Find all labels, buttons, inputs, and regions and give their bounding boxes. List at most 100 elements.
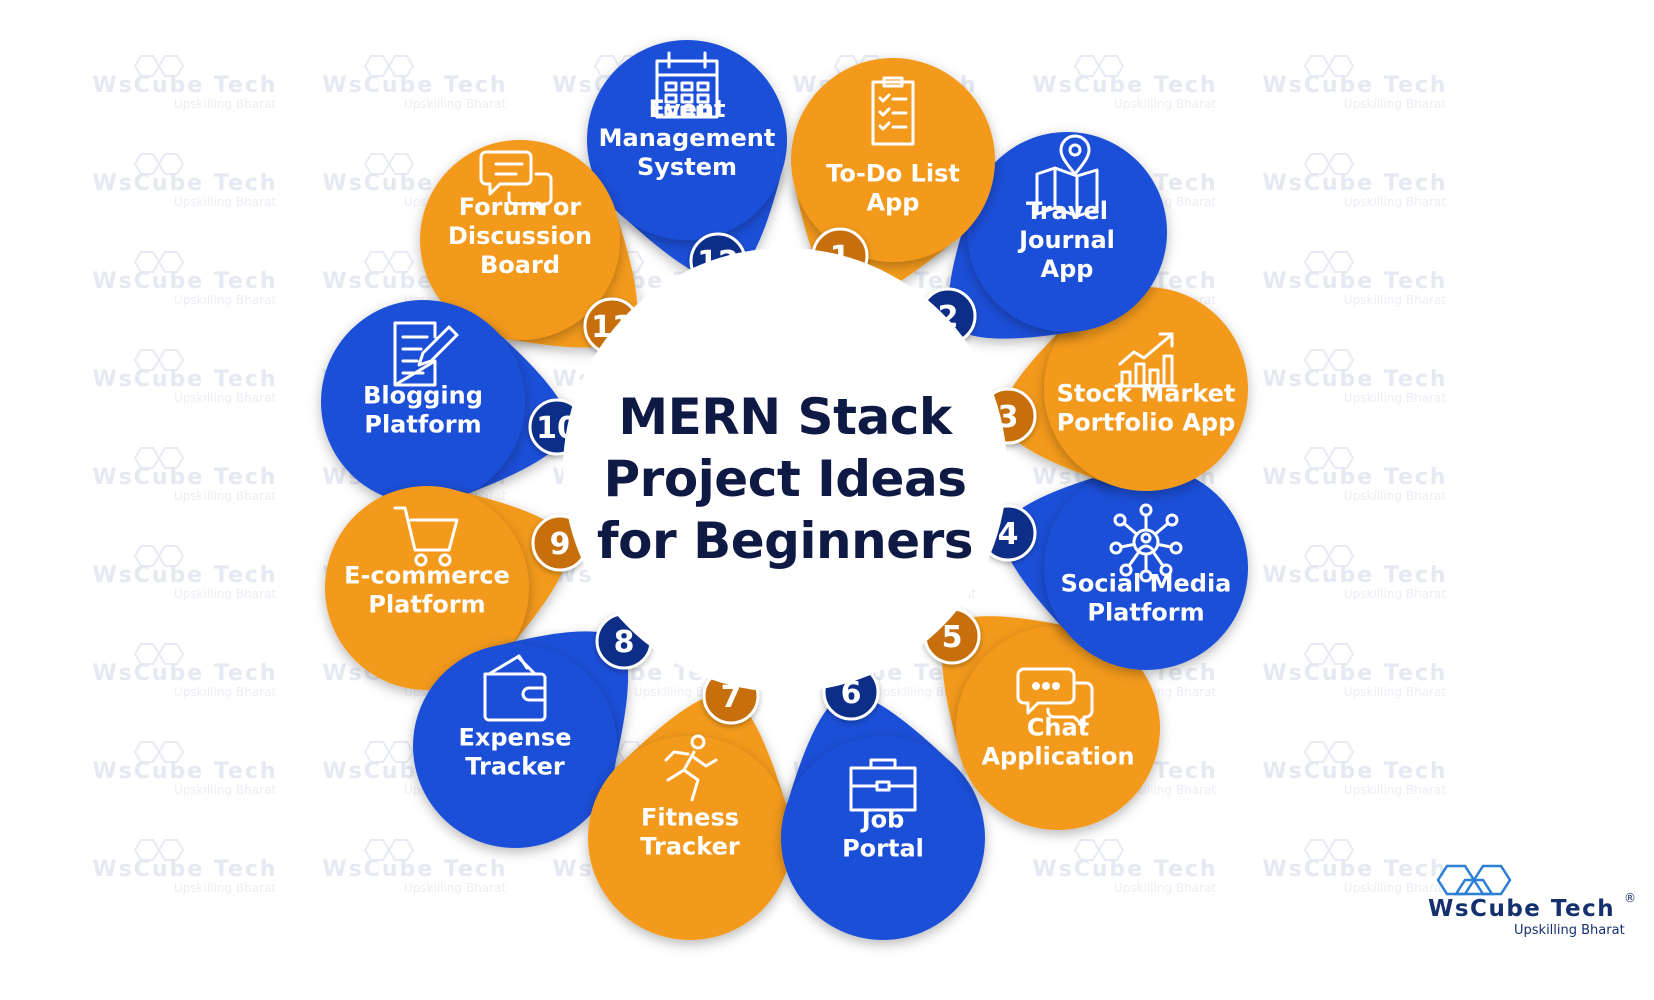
watermark-tagline-text: Upskilling Bharat — [1344, 783, 1446, 797]
watermark-tagline-text: Upskilling Bharat — [1344, 97, 1446, 111]
project-number: 8 — [614, 625, 635, 660]
hexagon-logo-icon — [1436, 864, 1512, 896]
project-label-line: Stock Market — [1057, 380, 1236, 408]
project-label-line: Platform — [364, 411, 481, 439]
shopping-cart-icon — [393, 506, 459, 567]
watermark-tagline-text: Upskilling Bharat — [174, 97, 276, 111]
watermark-tagline-text: Upskilling Bharat — [174, 293, 276, 307]
project-label-line: Tracker — [640, 833, 740, 861]
project-label-line: Travel — [1026, 197, 1108, 225]
wallet-icon — [483, 654, 547, 722]
watermark-brand-text: WsCube Tech — [92, 73, 277, 98]
project-label-line: Platform — [368, 591, 485, 619]
watermark-brand-text: WsCube Tech — [1262, 661, 1447, 686]
watermark-brand-text: WsCube Tech — [322, 857, 507, 882]
running-person-icon — [664, 734, 718, 802]
project-label-line: System — [637, 153, 737, 181]
watermark-tagline-text: Upskilling Bharat — [1344, 685, 1446, 699]
calendar-icon — [655, 51, 719, 119]
watermark-tagline-text: Upskilling Bharat — [174, 587, 276, 601]
project-label-line: Tracker — [465, 753, 565, 781]
project-number: 4 — [998, 517, 1019, 552]
watermark-tagline-text: Upskilling Bharat — [1114, 881, 1216, 895]
project-label-line: To-Do List — [826, 160, 960, 188]
petal-body — [956, 626, 1160, 830]
petal-body — [967, 132, 1167, 332]
watermark-tagline-text: Upskilling Bharat — [1344, 881, 1446, 895]
project-label-line: App — [867, 189, 920, 217]
watermark-tagline-text: Upskilling Bharat — [174, 391, 276, 405]
watermark-brand-text: WsCube Tech — [92, 367, 277, 392]
registered-mark: ® — [1624, 891, 1636, 905]
watermark-brand-text: WsCube Tech — [1262, 171, 1447, 196]
watermark-brand-text: WsCube Tech — [92, 759, 277, 784]
watermark-brand-text: WsCube Tech — [92, 269, 277, 294]
project-label-line: Portal — [842, 835, 924, 863]
project-label-line: Expense — [459, 724, 572, 752]
center-title: MERN Stack Project Ideas for Beginners — [597, 388, 974, 570]
watermark-brand-text: WsCube Tech — [1262, 563, 1447, 588]
project-label-line: Forum or — [459, 193, 582, 221]
title-line-3: for Beginners — [597, 512, 973, 570]
bar-chart-growth-icon — [1114, 332, 1178, 388]
watermark-tagline-text: Upskilling Bharat — [404, 97, 506, 111]
title-line-1: MERN Stack — [618, 388, 953, 446]
map-pin-icon — [1035, 134, 1099, 218]
watermark-tagline-text: Upskilling Bharat — [174, 685, 276, 699]
project-label-line: Event — [649, 95, 726, 123]
project-ring: EventManagementSystem12Forum orDiscussio… — [321, 40, 1248, 940]
watermark-brand-text: WsCube Tech — [1262, 759, 1447, 784]
watermark-tagline-text: Upskilling Bharat — [1344, 489, 1446, 503]
project-label-line: Platform — [1087, 599, 1204, 627]
watermark-brand-text: WsCube Tech — [92, 465, 277, 490]
briefcase-icon — [849, 758, 917, 812]
network-people-icon — [1109, 503, 1183, 583]
discussion-bubbles-icon — [479, 150, 553, 216]
project-label-line: Fitness — [641, 804, 739, 832]
project-label-line: Blogging — [363, 382, 483, 410]
petal-body — [588, 736, 792, 940]
watermark-brand-text: WsCube Tech — [1262, 73, 1447, 98]
petal-body — [321, 300, 525, 504]
project-label-line: Journal — [1017, 226, 1115, 254]
watermark-brand-text: WsCube Tech — [1032, 73, 1217, 98]
watermark-tagline-text: Upskilling Bharat — [174, 489, 276, 503]
petal-body — [1044, 287, 1248, 491]
project-number: 6 — [841, 676, 862, 711]
brand-name: WsCube Tech — [1428, 896, 1615, 922]
clipboard-checklist-icon — [871, 76, 915, 146]
watermark-brand-text: WsCube Tech — [92, 857, 277, 882]
watermark-tagline-text: Upskilling Bharat — [174, 783, 276, 797]
watermark-brand-text: WsCube Tech — [92, 563, 277, 588]
watermark-tagline-text: Upskilling Bharat — [1344, 195, 1446, 209]
edit-document-icon — [393, 321, 459, 387]
petal-body — [325, 486, 529, 690]
project-petal-12: EventManagementSystem12 — [587, 40, 787, 290]
watermark-brand-text: WsCube Tech — [1032, 857, 1217, 882]
petal-body — [420, 140, 620, 340]
project-number: 5 — [942, 620, 963, 655]
